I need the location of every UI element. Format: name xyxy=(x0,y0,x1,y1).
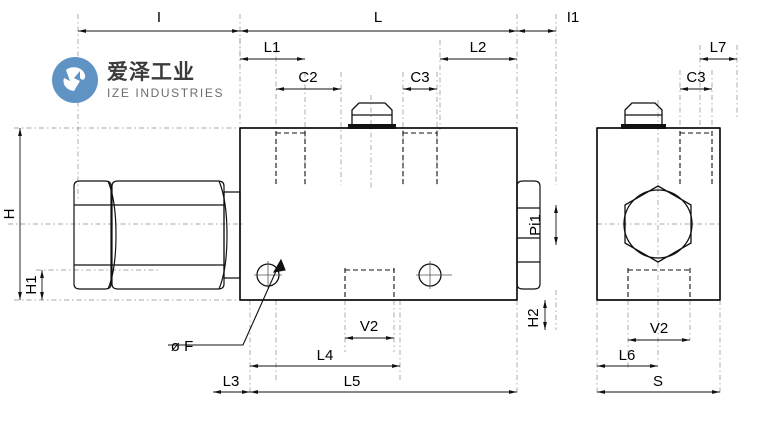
ize-circle-logo-icon xyxy=(52,57,98,103)
dim-label-L5: L5 xyxy=(344,373,361,390)
side-view-body xyxy=(596,127,721,301)
dim-label-I1: I1 xyxy=(567,9,580,26)
brand-text: 爱泽工业 IZE INDUSTRIES xyxy=(107,59,225,100)
front-view-top-cap xyxy=(348,102,396,129)
dim-label-C3-side: C3 xyxy=(686,69,705,86)
right-port-fitting xyxy=(516,180,541,290)
front-view-body xyxy=(239,127,518,301)
dim-label-L7: L7 xyxy=(710,39,727,56)
diameter-f-leader xyxy=(168,258,286,346)
side-view-top-cap xyxy=(621,102,666,129)
dim-label-C2: C2 xyxy=(298,69,317,86)
dim-label-H: H xyxy=(1,209,18,220)
dim-label-H1: H1 xyxy=(23,275,40,294)
dim-label-L1: L1 xyxy=(264,39,281,56)
dim-label-L3: L3 xyxy=(223,373,240,390)
centerlines-and-extension-lines xyxy=(8,14,738,395)
dim-label-V2-side: V2 xyxy=(650,320,668,337)
left-hex-fitting xyxy=(73,180,241,290)
dim-label-diameter-F: ø F xyxy=(171,338,194,355)
dimension-lines xyxy=(18,29,737,394)
dim-label-V2-front: V2 xyxy=(360,318,378,335)
side-view-hex-and-circle xyxy=(623,185,693,263)
dim-label-P1: Pi1 xyxy=(527,214,544,236)
dim-label-L: L xyxy=(374,9,382,26)
dim-label-L2: L2 xyxy=(470,39,487,56)
dim-label-H2: H2 xyxy=(525,308,542,327)
logo-glyph xyxy=(63,67,86,91)
dim-label-C3-front: C3 xyxy=(410,69,429,86)
side-view-hidden-lines xyxy=(627,131,713,297)
brand-logo: 爱泽工业 IZE INDUSTRIES xyxy=(52,50,252,110)
brand-name-en: IZE INDUSTRIES xyxy=(107,85,225,100)
dimension-label-group: I L I1 L1 L2 C2 C3 L7 C3 V2 L4 L3 L5 V2 … xyxy=(1,9,726,390)
brand-name-cn: 爱泽工业 xyxy=(107,59,195,84)
dim-label-S: S xyxy=(653,373,663,390)
dim-label-I: I xyxy=(157,9,161,26)
front-view-port-circles xyxy=(254,261,452,289)
dim-label-L4: L4 xyxy=(317,347,334,364)
dim-label-L6: L6 xyxy=(619,347,636,364)
front-view-hidden-bores xyxy=(275,131,438,297)
